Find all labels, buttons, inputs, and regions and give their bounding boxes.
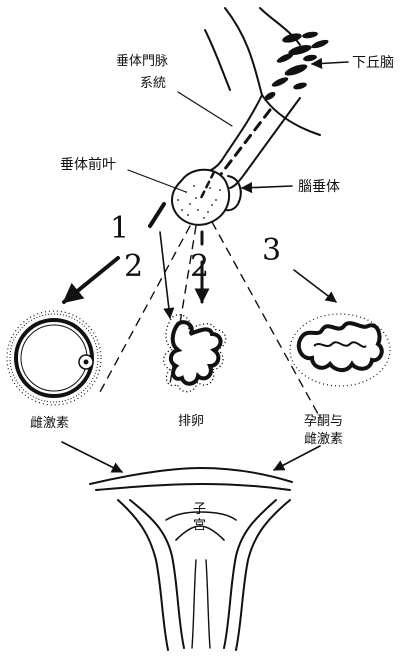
label-progesterone-line2: 雌激素 (304, 428, 343, 447)
pathway-number-3: 3 (262, 236, 281, 266)
follicle-left (7, 311, 101, 405)
label-portal-line1: 垂体門脉 (116, 50, 168, 69)
label-portal-line2: 系統 (140, 72, 166, 91)
ovulation-shape (164, 315, 226, 392)
label-progesterone-line1: 孕酮与 (304, 410, 343, 429)
pathway-number-2-middle: 2 (190, 252, 209, 282)
pituitary-pointer-arrow (242, 186, 292, 188)
portal-leader-line (178, 92, 232, 126)
anterior-pituitary-body (172, 170, 229, 225)
pathway-arrows (64, 204, 336, 414)
label-uterus-line2: 宫 (193, 514, 206, 533)
hypothalamus-pointer-arrow (312, 62, 348, 64)
brain-outline (205, 8, 320, 135)
estrogen-to-uterus-arrow (62, 442, 122, 472)
progesterone-to-uterus-arrow (274, 446, 320, 470)
label-estrogen: 雌激素 (30, 412, 69, 431)
label-hypothalamus: 下丘脑 (352, 52, 394, 72)
pathway-number-2-left: 2 (124, 252, 143, 282)
uterus-drawing (90, 468, 292, 650)
label-anterior-pituitary: 垂体前叶 (60, 154, 116, 174)
anterior-leader-line (128, 170, 186, 192)
label-ovulation: 排卵 (178, 410, 204, 429)
corpus-luteum-shape (290, 314, 390, 386)
pathway-number-1: 1 (110, 214, 129, 244)
label-pituitary: 腦垂体 (298, 176, 340, 196)
